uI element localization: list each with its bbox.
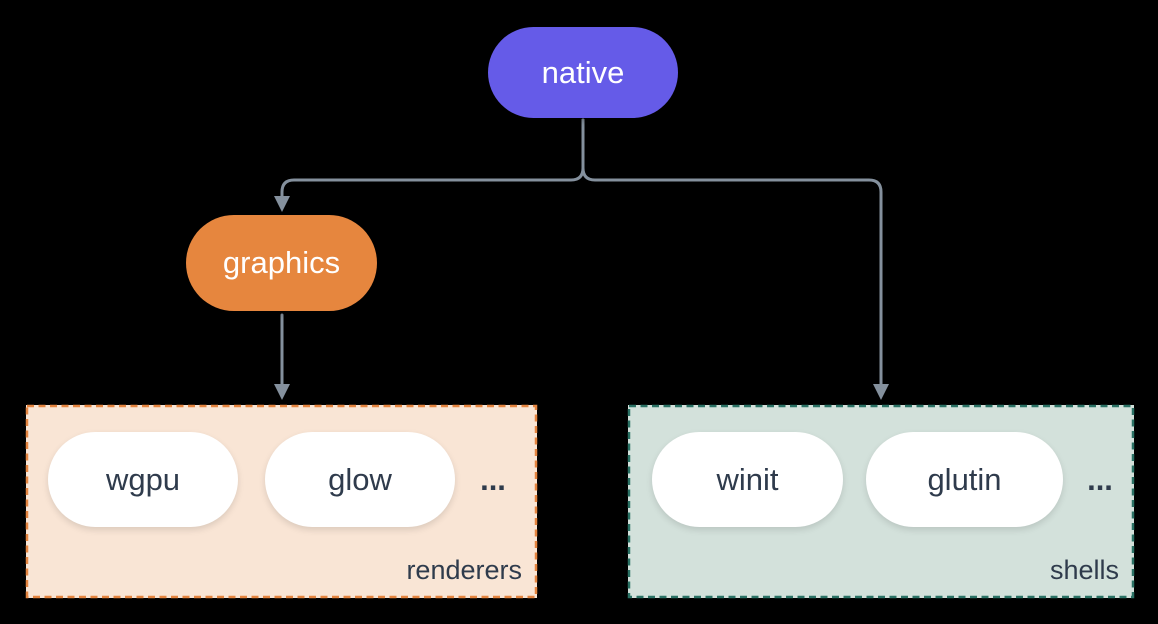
node-graphics: graphics: [186, 215, 377, 311]
edge-native-to-shells: [581, 118, 883, 387]
node-glow: glow: [265, 432, 455, 527]
group-renderers: wgpu glow ... renderers: [26, 405, 537, 598]
node-native-label: native: [541, 54, 625, 90]
group-renderers-label: renderers: [406, 555, 522, 585]
group-shells: winit glutin ... shells: [628, 405, 1134, 598]
arrowhead-graphics: [274, 196, 290, 212]
edge-native-to-graphics: [280, 118, 585, 199]
node-glutin: glutin: [866, 432, 1063, 527]
group-shells-label: shells: [1049, 555, 1119, 585]
node-glutin-label: glutin: [927, 461, 1002, 497]
arrowhead-renderers: [274, 384, 290, 400]
shells-ellipsis: ...: [1087, 461, 1113, 497]
node-native: native: [488, 27, 678, 118]
node-wgpu: wgpu: [48, 432, 238, 527]
node-winit: winit: [652, 432, 843, 527]
node-glow-label: glow: [328, 461, 392, 497]
node-wgpu-label: wgpu: [105, 461, 181, 497]
node-graphics-label: graphics: [222, 245, 341, 280]
arrowhead-shells: [873, 384, 889, 400]
renderers-ellipsis: ...: [480, 461, 506, 497]
node-winit-label: winit: [716, 461, 779, 497]
